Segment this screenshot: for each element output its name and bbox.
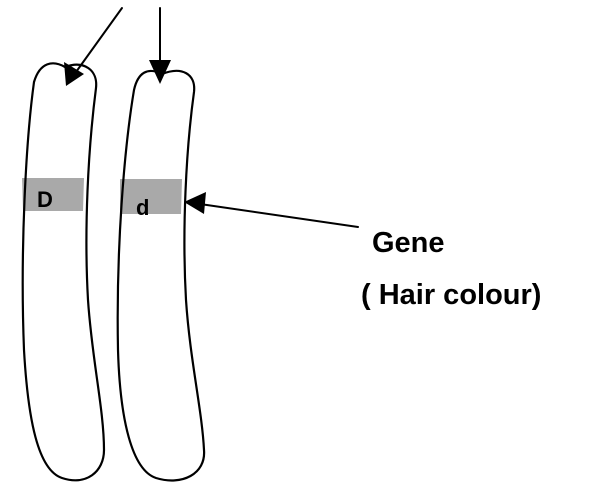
gene-caption: Gene ( Hair colour) bbox=[361, 227, 541, 311]
gene-pointer bbox=[184, 192, 358, 227]
right-chromosome: d bbox=[118, 71, 204, 481]
gene-caption-trait: ( Hair colour) bbox=[361, 279, 541, 311]
right-gene-locus-band bbox=[120, 179, 182, 214]
gene-pointer-line bbox=[200, 204, 358, 227]
left-pointer-line bbox=[76, 8, 122, 72]
left-gene-locus-band bbox=[22, 178, 84, 211]
gene-caption-title: Gene bbox=[372, 227, 445, 259]
right-allele-label: d bbox=[136, 195, 149, 220]
left-allele-label: D bbox=[37, 187, 53, 212]
left-chromosome-outline bbox=[23, 63, 104, 480]
right-chromosome-outline bbox=[118, 71, 204, 481]
gene-pointer-arrowhead bbox=[184, 192, 206, 214]
left-chromosome: D bbox=[22, 63, 104, 480]
